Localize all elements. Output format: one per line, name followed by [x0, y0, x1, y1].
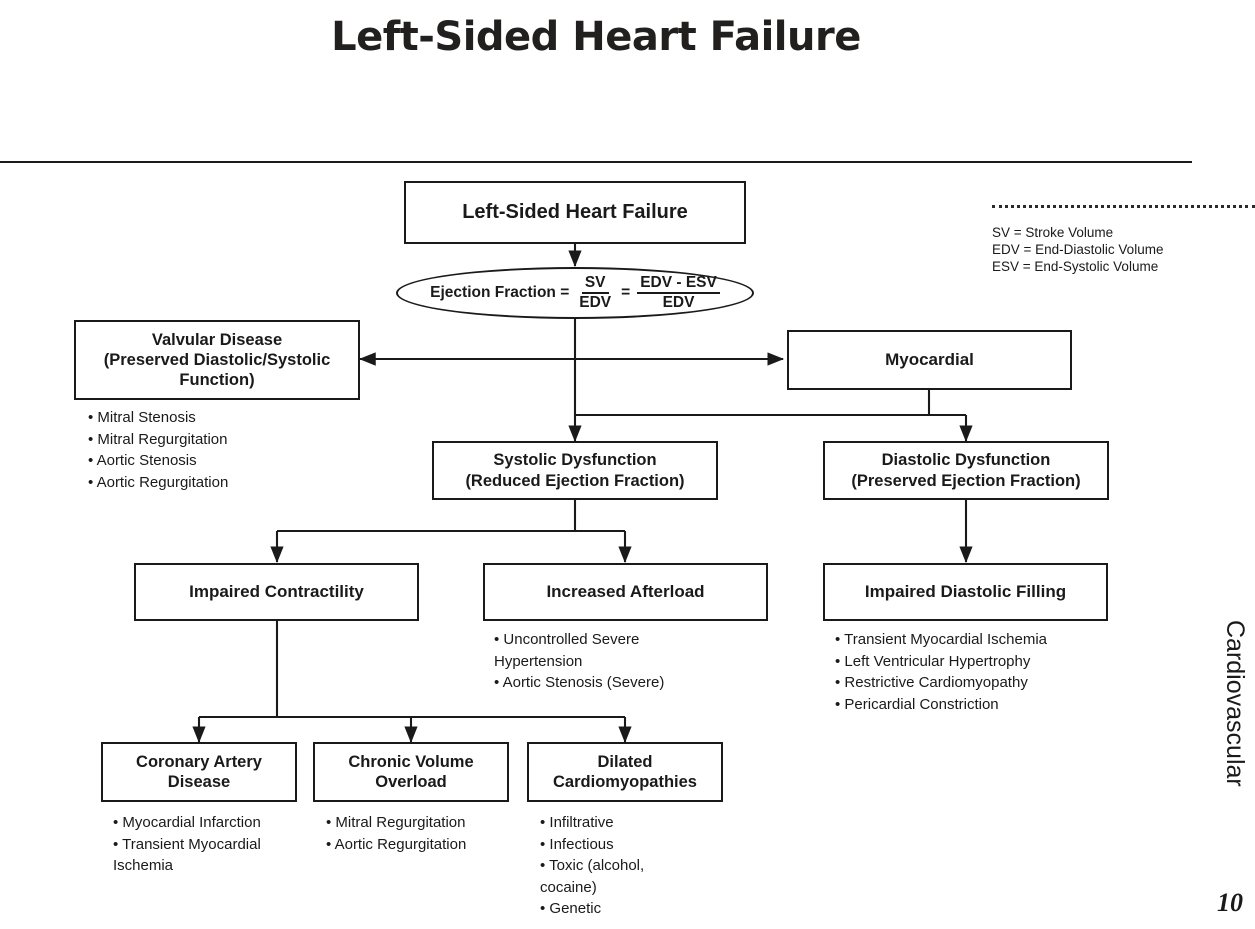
- bullet-item: Ischemia: [113, 857, 174, 874]
- node-valvular-disease[interactable]: Valvular Disease (Preserved Diastolic/Sy…: [74, 320, 360, 400]
- node-label-line-1: Valvular Disease: [151, 330, 283, 349]
- node-label: Left-Sided Heart Failure: [462, 201, 688, 224]
- bullet-item: • Myocardial Infarction: [113, 814, 261, 831]
- node-label: Myocardial: [885, 349, 974, 369]
- node-ejection-fraction-formula[interactable]: Ejection Fraction = SV EDV = EDV - ESV E…: [396, 267, 754, 319]
- node-impaired-diastolic-filling[interactable]: Impaired Diastolic Filling: [823, 563, 1108, 621]
- node-label-line-1: Dilated: [597, 752, 653, 771]
- bullet-item: • Mitral Stenosis: [88, 409, 196, 426]
- bullet-item: • Aortic Regurgitation: [88, 473, 229, 491]
- bullets-impaired-diastolic-filling: • Transient Myocardial Ischemia • Left V…: [835, 629, 1125, 715]
- node-label-line-2: (Preserved Diastolic/Systolic: [103, 350, 331, 369]
- legend-item-edv: EDV = End-Diastolic Volume: [992, 242, 1164, 257]
- node-label-line-2: Disease: [167, 773, 231, 791]
- bullets-increased-afterload: • Uncontrolled Severe Hypertension • Aor…: [494, 629, 759, 694]
- bullet-item: • Mitral Regurgitation: [326, 814, 466, 831]
- node-coronary-artery-disease[interactable]: Coronary Artery Disease: [101, 742, 297, 802]
- legend-divider: [992, 205, 1255, 208]
- fraction-sv-edv: SV EDV: [576, 274, 614, 312]
- node-label: Increased Afterload: [546, 581, 705, 601]
- node-label: Impaired Diastolic Filling: [864, 581, 1067, 601]
- node-diastolic-dysfunction[interactable]: Diastolic Dysfunction (Preserved Ejectio…: [823, 441, 1109, 500]
- fraction-denominator: EDV: [662, 294, 695, 311]
- bullet-item: • Transient Myocardial Ischemia: [835, 631, 1047, 648]
- node-label-line-2: (Preserved Ejection Fraction): [851, 471, 1081, 490]
- legend-item-esv: ESV = End-Systolic Volume: [992, 259, 1159, 274]
- bullet-item: • Left Ventricular Hypertrophy: [835, 652, 1031, 670]
- node-left-sided-heart-failure[interactable]: Left-Sided Heart Failure: [404, 181, 746, 244]
- bullet-item: • Genetic: [540, 900, 602, 917]
- bullet-item: • Infectious: [540, 835, 614, 853]
- section-label: Cardiovascular: [1221, 620, 1249, 787]
- page-title: Left-Sided Heart Failure: [331, 14, 861, 60]
- node-label: Impaired Contractility: [189, 581, 364, 601]
- node-label-line-2: Cardiomyopathies: [553, 773, 697, 791]
- node-dilated-cardiomyopathies[interactable]: Dilated Cardiomyopathies: [527, 742, 723, 802]
- bullet-item: • Transient Myocardial: [113, 835, 261, 853]
- bullets-coronary-artery-disease: • Myocardial Infarction • Transient Myoc…: [113, 812, 313, 877]
- fraction-numerator: EDV - ESV: [637, 274, 720, 294]
- bullet-item: cocaine): [540, 878, 597, 896]
- fraction-edvesv-edv: EDV - ESV EDV: [637, 274, 720, 312]
- bullets-dilated-cardiomyopathies: • Infiltrative • Infectious • Toxic (alc…: [540, 812, 730, 920]
- bullet-item: • Aortic Regurgitation: [326, 835, 467, 853]
- node-label-line-2: Overload: [375, 773, 447, 791]
- formula-equals: =: [621, 284, 631, 301]
- node-increased-afterload[interactable]: Increased Afterload: [483, 563, 768, 621]
- bullets-valvular-disease: • Mitral Stenosis • Mitral Regurgitation…: [88, 407, 358, 493]
- bullet-item: • Toxic (alcohol,: [540, 857, 645, 874]
- ejection-fraction-expression: Ejection Fraction = SV EDV = EDV - ESV E…: [430, 274, 720, 312]
- node-systolic-dysfunction[interactable]: Systolic Dysfunction (Reduced Ejection F…: [432, 441, 718, 500]
- node-label-line-1: Diastolic Dysfunction: [881, 451, 1051, 470]
- bullet-item: • Pericardial Constriction: [835, 695, 999, 713]
- node-label-line-1: Systolic Dysfunction: [493, 451, 657, 470]
- bullet-item: • Mitral Regurgitation: [88, 430, 228, 448]
- bullet-item: • Aortic Stenosis (Severe): [494, 674, 665, 691]
- formula-lead: Ejection Fraction =: [430, 284, 570, 301]
- legend: SV = Stroke Volume EDV = End-Diastolic V…: [992, 205, 1255, 275]
- legend-item-sv: SV = Stroke Volume: [992, 225, 1114, 240]
- node-label-line-1: Chronic Volume: [348, 752, 474, 771]
- node-label-line-2: (Reduced Ejection Fraction): [465, 471, 685, 490]
- title-divider: [0, 161, 1192, 163]
- bullet-item: • Restrictive Cardiomyopathy: [835, 674, 1028, 691]
- node-label-line-1: Coronary Artery: [136, 752, 262, 771]
- fraction-denominator: EDV: [579, 294, 612, 311]
- page-number: 10: [1217, 888, 1243, 917]
- node-chronic-volume-overload[interactable]: Chronic Volume Overload: [313, 742, 509, 802]
- bullet-item: • Infiltrative: [540, 814, 614, 831]
- bullet-item: • Uncontrolled Severe: [494, 631, 640, 648]
- bullet-item: • Aortic Stenosis: [88, 452, 197, 469]
- bullets-chronic-volume-overload: • Mitral Regurgitation • Aortic Regurgit…: [326, 812, 526, 855]
- node-myocardial[interactable]: Myocardial: [787, 330, 1072, 390]
- fraction-numerator: SV: [581, 274, 609, 294]
- bullet-item: Hypertension: [494, 652, 583, 670]
- node-label-line-3: Function): [179, 371, 255, 390]
- node-impaired-contractility[interactable]: Impaired Contractility: [134, 563, 419, 621]
